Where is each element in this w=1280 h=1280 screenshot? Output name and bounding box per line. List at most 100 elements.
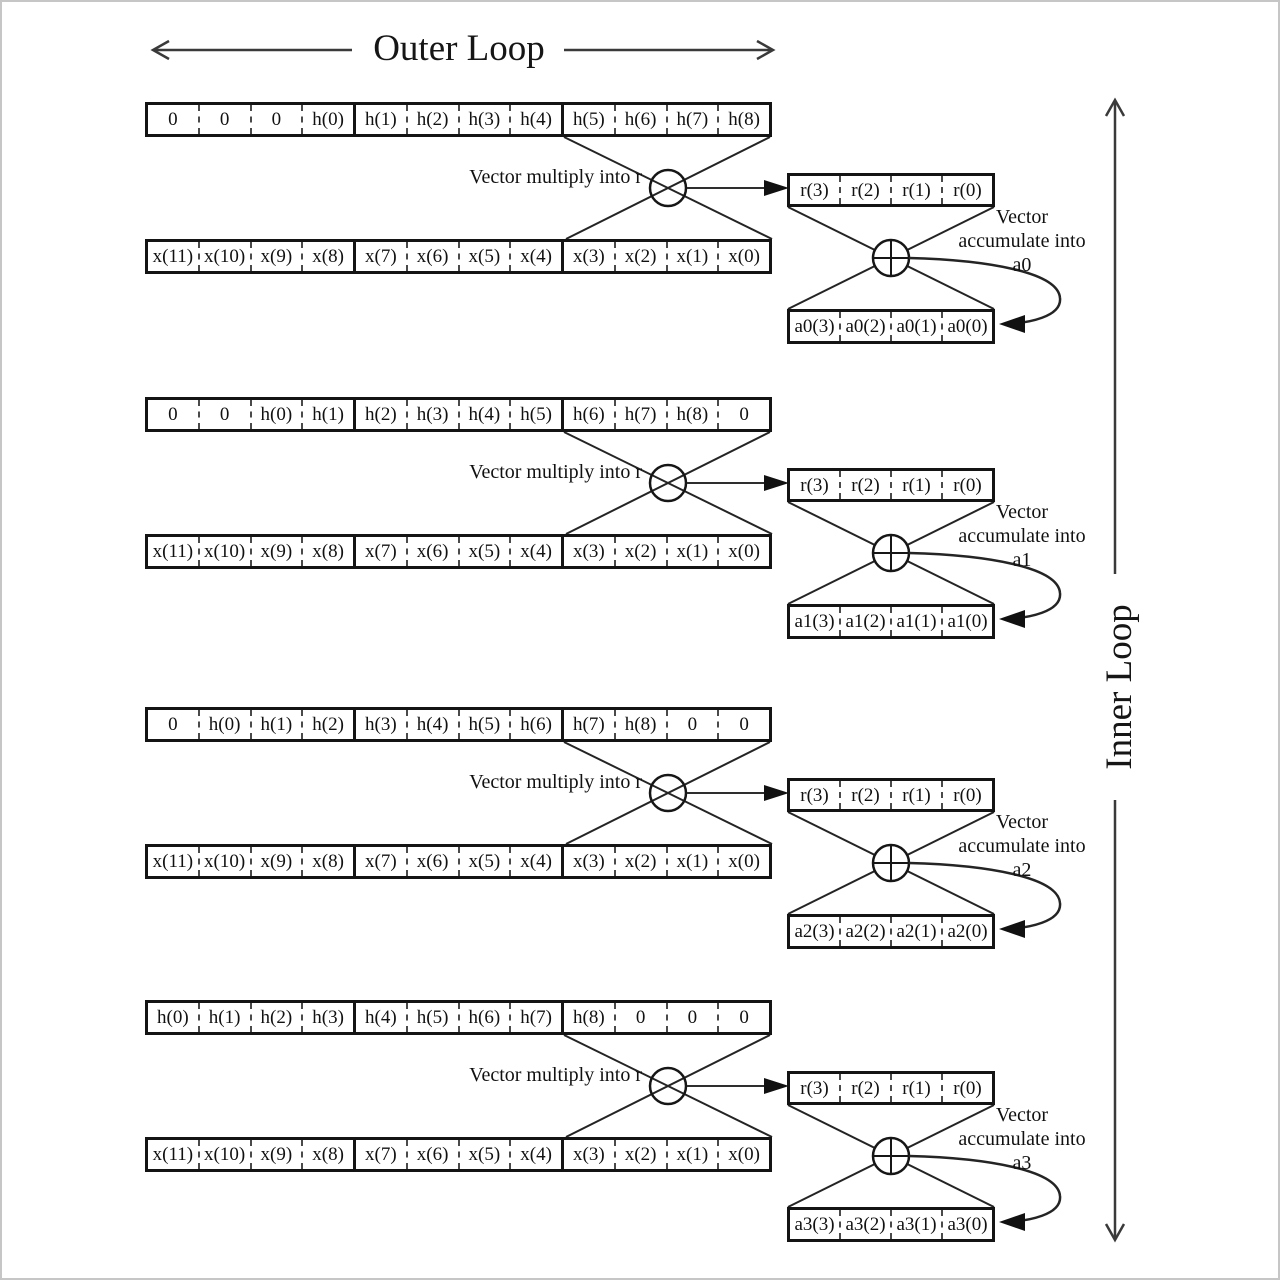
h-cell: h(2) — [249, 1003, 302, 1032]
a-register: a0(3)a0(2)a0(1)a0(0) — [787, 309, 995, 344]
x-cell: x(6) — [405, 537, 458, 566]
x-cell: x(7) — [353, 537, 406, 566]
x-cell: x(7) — [353, 847, 406, 876]
a-cell: a0(0) — [941, 312, 992, 341]
accumulate-label-line: accumulate into — [958, 835, 1086, 857]
multiply-label: Vector multiply into r — [469, 771, 642, 793]
x-cell: x(10) — [197, 847, 250, 876]
a-cell: a0(1) — [890, 312, 941, 341]
a-cell: a2(3) — [794, 921, 835, 942]
inner-loop-arrow — [1104, 97, 1126, 1243]
r-cell: r(0) — [941, 781, 992, 809]
h-cell: h(1) — [301, 400, 353, 429]
x-cell: x(11) — [152, 851, 194, 872]
r-cell: r(2) — [839, 471, 890, 499]
r-cell: r(2) — [839, 781, 890, 809]
h-cell: h(7) — [613, 400, 666, 429]
inner-loop-title: Inner Loop — [1099, 604, 1140, 770]
x-cell: x(6) — [405, 242, 458, 271]
x-cell: x(4) — [509, 537, 561, 566]
h-cell: 0 — [168, 404, 178, 425]
h-cell: h(3) — [301, 1003, 353, 1032]
x-cell: x(1) — [665, 847, 718, 876]
x-cell: x(11) — [152, 1144, 194, 1165]
r-cell: r(1) — [890, 176, 941, 204]
h-cell: h(6) — [509, 710, 561, 739]
x-cell: x(5) — [457, 847, 510, 876]
accumulate-label-line: Vector — [995, 206, 1049, 228]
r-cell: r(3) — [800, 179, 829, 201]
x-cell: x(3) — [561, 242, 614, 271]
a-cell: a1(3) — [794, 611, 835, 632]
r-cell: r(1) — [890, 471, 941, 499]
x-cell: x(8) — [301, 847, 353, 876]
x-cell: x(2) — [613, 537, 666, 566]
accumulate-label-line: a3 — [1012, 1152, 1032, 1174]
x-cell: x(1) — [665, 537, 718, 566]
r-cell: r(2) — [839, 1074, 890, 1102]
accumulate-label-line: accumulate into — [958, 525, 1086, 547]
accumulate-label-line: Vector — [995, 501, 1049, 523]
accumulate-label-line: accumulate into — [958, 230, 1086, 252]
x-cell: x(6) — [405, 1140, 458, 1169]
h-cell: 0 — [197, 105, 250, 134]
accumulate-label-line: Vector — [995, 811, 1049, 833]
x-cell: x(3) — [561, 1140, 614, 1169]
a-cell: a0(3) — [794, 316, 835, 337]
h-cell: h(8) — [613, 710, 666, 739]
h-cell: 0 — [613, 1003, 666, 1032]
a-cell: a2(1) — [890, 917, 941, 946]
outer-loop-title: Outer Loop — [373, 28, 545, 69]
a-cell: a3(2) — [839, 1210, 890, 1239]
a-cell: a3(0) — [941, 1210, 992, 1239]
a-register: a3(3)a3(2)a3(1)a3(0) — [787, 1207, 995, 1242]
h-cell: h(4) — [509, 105, 561, 134]
h-cell: h(2) — [405, 105, 458, 134]
x-cell: x(8) — [301, 537, 353, 566]
x-cell: x(0) — [717, 537, 769, 566]
x-cell: x(9) — [249, 847, 302, 876]
x-cell: x(0) — [717, 242, 769, 271]
x-cell: x(4) — [509, 1140, 561, 1169]
accumulate-label-line: a2 — [1012, 859, 1032, 881]
x-cell: x(8) — [301, 242, 353, 271]
h-cell: 0 — [717, 710, 769, 739]
h-cell: h(4) — [353, 1003, 406, 1032]
x-cell: x(7) — [353, 1140, 406, 1169]
r-cell: r(3) — [800, 474, 829, 496]
h-cell: h(8) — [665, 400, 718, 429]
h-cell: 0 — [665, 710, 718, 739]
h-cell: h(4) — [457, 400, 510, 429]
x-register: x(11)x(10)x(9)x(8)x(7)x(6)x(5)x(4)x(3)x(… — [145, 1137, 772, 1172]
h-cell: h(1) — [353, 105, 406, 134]
accumulate-label-line: accumulate into — [958, 1128, 1086, 1150]
x-cell: x(11) — [152, 541, 194, 562]
x-cell: x(1) — [665, 242, 718, 271]
a-cell: a3(1) — [890, 1210, 941, 1239]
x-cell: x(0) — [717, 1140, 769, 1169]
h-cell: 0 — [717, 400, 769, 429]
x-cell: x(3) — [561, 537, 614, 566]
h-cell: 0 — [168, 109, 178, 130]
h-cell: h(7) — [665, 105, 718, 134]
h-cell: h(8) — [717, 105, 769, 134]
r-cell: r(0) — [941, 471, 992, 499]
x-cell: x(5) — [457, 242, 510, 271]
h-cell: h(5) — [509, 400, 561, 429]
accumulate-label-line: a1 — [1012, 549, 1032, 571]
h-cell: h(1) — [197, 1003, 250, 1032]
x-cell: x(2) — [613, 1140, 666, 1169]
h-cell: h(3) — [405, 400, 458, 429]
x-cell: x(6) — [405, 847, 458, 876]
x-cell: x(9) — [249, 537, 302, 566]
a-cell: a1(1) — [890, 607, 941, 636]
x-cell: x(9) — [249, 242, 302, 271]
h-cell: h(3) — [457, 105, 510, 134]
x-cell: x(1) — [665, 1140, 718, 1169]
x-register: x(11)x(10)x(9)x(8)x(7)x(6)x(5)x(4)x(3)x(… — [145, 239, 772, 274]
